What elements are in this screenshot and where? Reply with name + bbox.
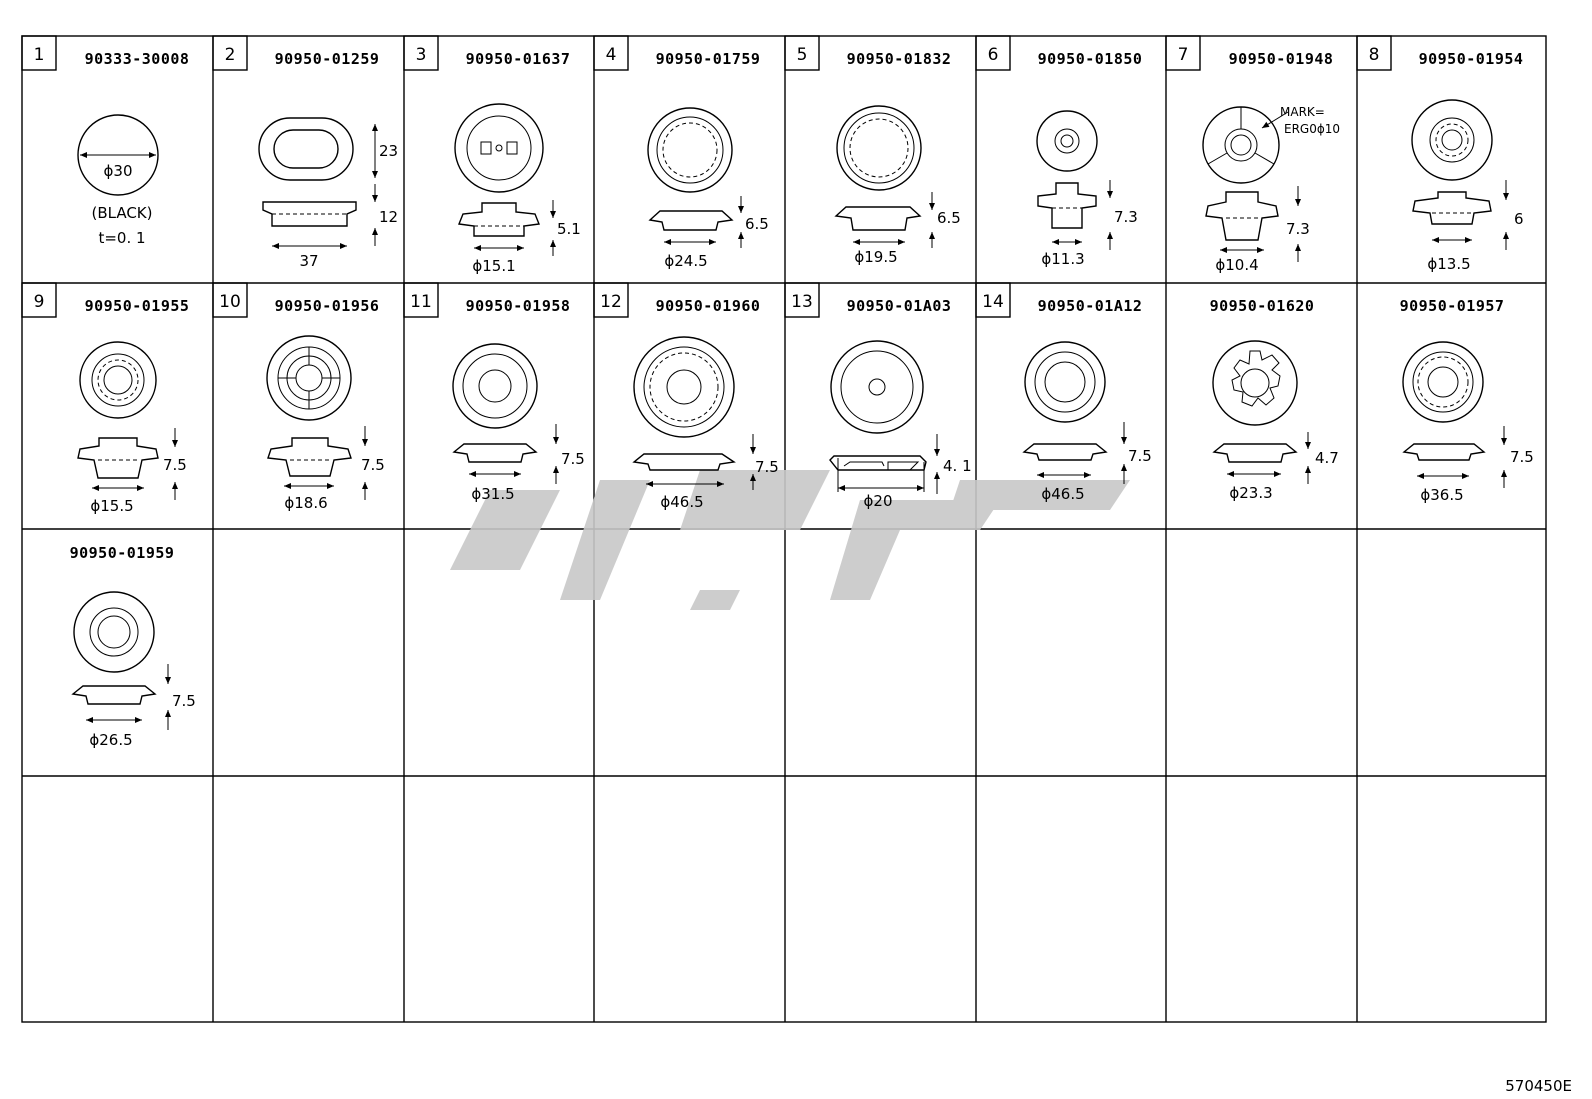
part-number: 90950-01A03: [847, 297, 952, 315]
dimension-label: 7.5: [755, 458, 779, 476]
drawing-id: 570450E: [1505, 1077, 1572, 1095]
color-note: (BLACK): [91, 204, 152, 222]
index-badge: 7: [1178, 45, 1189, 65]
dimension-label: 6.5: [745, 215, 769, 233]
dimension-label: ϕ15.5: [90, 497, 133, 515]
dimension-label: ϕ15.1: [472, 257, 515, 275]
part-number: 90950-01850: [1038, 50, 1143, 68]
dimension-label: 7.5: [561, 450, 585, 468]
dimension-label: 7.5: [1128, 447, 1152, 465]
part-cell: 6 90950-01850 7.3 ϕ11.3: [975, 35, 1143, 268]
dimension-label: ϕ46.5: [1041, 485, 1084, 503]
index-badge: 10: [219, 292, 241, 312]
dimension-label: ϕ24.5: [664, 252, 707, 270]
part-number: 90950-01958: [466, 297, 571, 315]
dimension-label: ϕ26.5: [89, 731, 132, 749]
grid: [21, 35, 1547, 1023]
part-number: 90950-01954: [1419, 50, 1524, 68]
dimension-label: 7.5: [361, 456, 385, 474]
part-number: 90950-01959: [70, 544, 175, 562]
dimension-label: 6.5: [937, 209, 961, 227]
part-number: 90950-01A12: [1038, 297, 1143, 315]
dimension-label: ϕ13.5: [1427, 255, 1470, 273]
dimension-label: ϕ18.6: [284, 494, 327, 512]
part-number: 90950-01259: [275, 50, 380, 68]
dimension-label: ϕ31.5: [471, 485, 514, 503]
mark-note: ERG0ϕ10: [1284, 122, 1340, 136]
part-number: 90950-01956: [275, 297, 380, 315]
dimension-label: 4.7: [1315, 449, 1339, 467]
index-badge: 11: [410, 292, 432, 312]
part-number: 90950-01620: [1210, 297, 1315, 315]
index-badge: 12: [600, 292, 622, 312]
thickness-note: t=0. 1: [98, 229, 145, 247]
part-number: 90950-01955: [85, 297, 190, 315]
dimension-label: ϕ46.5: [660, 493, 703, 511]
index-badge: 5: [797, 45, 808, 65]
part-cell: 90950-01620 4.7 ϕ23.3: [1210, 297, 1339, 502]
part-cell: 9 90950-01955 7.5 ϕ15.5: [21, 282, 190, 515]
part-number: 90950-01637: [466, 50, 571, 68]
part-number: 90950-01759: [656, 50, 761, 68]
dimension-label: ϕ23.3: [1229, 484, 1272, 502]
part-cell: 3 90950-01637 5.1 ϕ15.1: [403, 35, 581, 275]
dimension-label: ϕ36.5: [1420, 486, 1463, 504]
part-cell: 8 90950-01954 6 ϕ13.5: [1356, 35, 1524, 273]
index-badge: 4: [606, 45, 617, 65]
part-cell: 5 90950-01832 6.5 ϕ19.5: [784, 35, 961, 266]
part-number: 90950-01957: [1400, 297, 1505, 315]
dimension-label: ϕ10.4: [1215, 256, 1258, 274]
dimension-label: 7.5: [1510, 448, 1534, 466]
part-cell: 4 90950-01759 6.5 ϕ24.5: [593, 35, 769, 270]
dimension-label: 12: [379, 208, 398, 226]
dimension-label: ϕ30: [104, 162, 133, 180]
dimension-label: 4. 1: [943, 457, 972, 475]
part-cell: 10 90950-01956 7.5 ϕ18.6: [212, 282, 385, 512]
index-badge: 1: [34, 45, 45, 65]
mark-note: MARK=: [1280, 105, 1325, 119]
dimension-label: ϕ20: [864, 492, 893, 510]
dimension-label: 23: [379, 142, 398, 160]
index-badge: 13: [791, 292, 813, 312]
dimension-label: 7.3: [1286, 220, 1310, 238]
part-cell: 13 90950-01A03 4. 1 ϕ20: [784, 282, 972, 510]
part-cell: 90950-01957 7.5 ϕ36.5: [1400, 297, 1534, 504]
index-badge: 3: [416, 45, 427, 65]
part-number: 90333-30008: [85, 50, 190, 68]
part-cell: 12 90950-01960 7.5 ϕ46.5: [593, 282, 779, 511]
part-cell: 1 90333-30008 ϕ30 (BLACK) t=0. 1: [21, 35, 190, 247]
index-badge: 8: [1369, 45, 1380, 65]
part-cell: 14 90950-01A12 7.5 ϕ46.5: [975, 282, 1152, 503]
dimension-label: 5.1: [557, 220, 581, 238]
dimension-label: 7.3: [1114, 208, 1138, 226]
index-badge: 14: [982, 292, 1004, 312]
dimension-label: 7.5: [172, 692, 196, 710]
dimension-label: ϕ19.5: [854, 248, 897, 266]
index-badge: 9: [34, 292, 45, 312]
part-cell: 2 90950-01259 23 12 37: [212, 35, 398, 270]
part-cell: 11 90950-01958 7.5 ϕ31.5: [403, 282, 585, 503]
part-number: 90950-01832: [847, 50, 952, 68]
part-number: 90950-01948: [1229, 50, 1334, 68]
part-number: 90950-01960: [656, 297, 761, 315]
watermark: [450, 470, 1130, 610]
part-cell: 7 90950-01948 MARK= ERG0ϕ10 7.3 ϕ10.4: [1165, 35, 1340, 274]
index-badge: 6: [988, 45, 999, 65]
dimension-label: ϕ11.3: [1041, 250, 1084, 268]
dimension-label: 7.5: [163, 456, 187, 474]
dimension-label: 6: [1514, 210, 1524, 228]
part-cell: 90950-01959 7.5 ϕ26.5: [70, 544, 196, 749]
dimension-label: 37: [299, 252, 318, 270]
index-badge: 2: [225, 45, 236, 65]
